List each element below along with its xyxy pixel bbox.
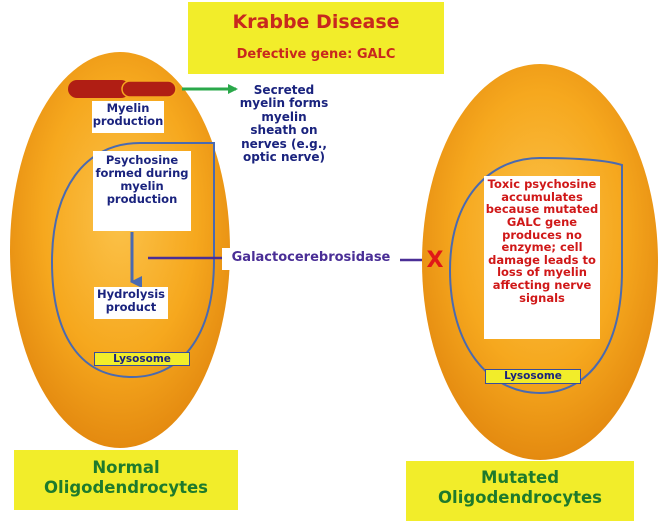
diagram-title: Krabbe Disease: [232, 11, 400, 33]
normal-lysosome-outline: [50, 142, 215, 379]
normal-lysosome-label: Lysosome: [94, 352, 190, 366]
hydrolysis-product-label: Hydrolysis product: [94, 287, 168, 319]
blocked-enzyme-mark: X: [426, 248, 444, 273]
mutated-caption-panel: [406, 461, 634, 521]
mutated-lysosome-label: Lysosome: [485, 369, 581, 384]
myelin-capsule-right: [121, 80, 177, 98]
normal-caption-panel: [14, 450, 238, 510]
toxic-psychosine-label: Toxic psychosine accumulates because mut…: [484, 176, 600, 339]
myelin-production-label: Myelin production: [92, 101, 164, 133]
mutated-oligodendrocytes-caption: Mutated Oligodendrocytes: [438, 468, 602, 507]
psychosine-formed-label: Psychosine formed during myelin producti…: [93, 151, 191, 231]
diagram-subtitle: Defective gene: GALC: [236, 47, 396, 62]
secreted-myelin-label: Secreted myelin forms myelin sheath on n…: [239, 83, 329, 165]
title-panel: [188, 2, 444, 74]
enzyme-label: Galactocerebrosidase: [222, 248, 400, 270]
myelin-capsule-left: [68, 80, 130, 98]
mutated-lysosome-outline: [448, 156, 623, 395]
normal-oligodendrocytes-caption: Normal Oligodendrocytes: [44, 458, 208, 497]
